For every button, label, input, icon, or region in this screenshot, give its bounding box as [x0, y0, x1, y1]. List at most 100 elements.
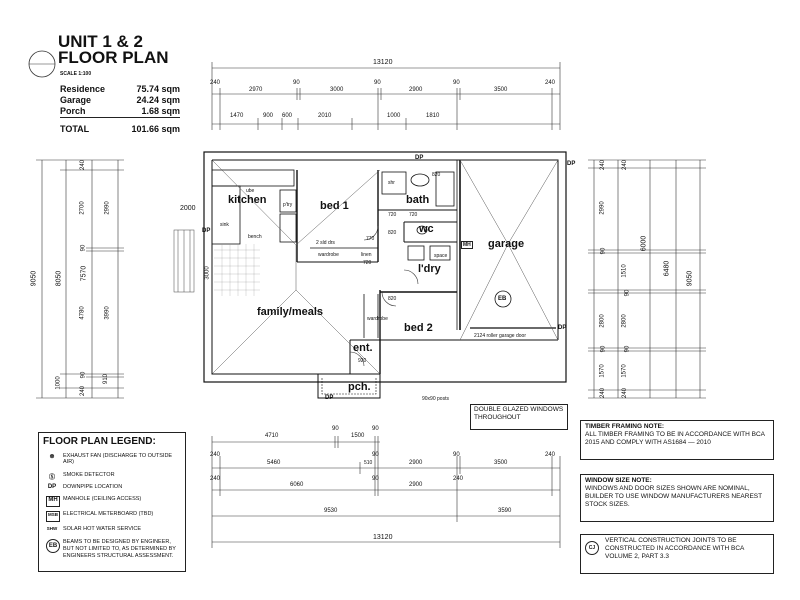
vcj-note-text: VERTICAL CONSTRUCTION JOINTS TO BE CONST… [605, 537, 745, 560]
exhaust-fan-icon: ⊗ [49, 454, 55, 460]
label-shower-width: 720 [388, 212, 397, 218]
dim-top2: 1810 [426, 113, 440, 119]
label-wm-space: space [434, 253, 448, 259]
label-dp-porch: DP [325, 395, 334, 401]
dim-2000: 2000 [180, 205, 196, 212]
legend-item-text: SOLAR HOT WATER SERVICE [63, 526, 142, 532]
label-dp-right: DP [567, 161, 576, 167]
dim-left-b: 910 [103, 373, 110, 385]
dim-left-overall: 9050 [30, 270, 38, 287]
label-bench: bench [248, 234, 262, 240]
room-bed2: bed 2 [404, 322, 433, 334]
dim-bottom: 240 [545, 452, 556, 458]
label-shower: shr [388, 180, 395, 186]
dim-bottom-overall: 13120 [373, 534, 393, 541]
room-wc: wc [419, 223, 434, 235]
dim-bottom: 4710 [265, 433, 279, 439]
window-note: WINDOW SIZE NOTE: WINDOWS AND DOOR SIZES… [580, 474, 774, 522]
dim-bottom3: 90 [372, 476, 379, 482]
area-name: Porch [60, 106, 86, 116]
area-value: 24.24 sqm [136, 95, 180, 105]
dim-top: 90 [293, 80, 300, 86]
dim-bottom4: 9530 [324, 508, 338, 514]
right-dimension-lines [588, 159, 706, 399]
label-ube: ube [246, 188, 255, 194]
dim-bottom: 2900 [409, 460, 423, 466]
dim-top-overall: 13120 [373, 59, 393, 66]
dim-right-b: 1570 [621, 364, 628, 378]
legend-item-text: EXHAUST FAN (DISCHARGE TO OUTSIDE AIR) [63, 453, 173, 465]
floor-tiles [214, 244, 260, 296]
dim-right: 90 [600, 345, 607, 353]
label-eb: EB [498, 296, 507, 302]
room-ent: ent. [353, 342, 373, 354]
dim-left: 240 [80, 385, 87, 397]
dim-bottom: 90 [453, 452, 460, 458]
side-step [173, 229, 195, 293]
area-name: Garage [60, 95, 92, 105]
dim-left: 90 [80, 371, 87, 379]
dim-right-mid: 6480 [663, 260, 671, 277]
dim-right-b: 2800 [621, 314, 628, 328]
dim-top2: 1000 [387, 113, 401, 119]
dim-right: 2800 [599, 314, 606, 328]
label-dp-left: DP [202, 228, 211, 234]
total-divider [60, 117, 180, 118]
dim-top2: 1470 [230, 113, 244, 119]
room-ldry: l'dry [418, 263, 441, 275]
room-bath: bath [406, 194, 430, 206]
room-bed1: bed 1 [320, 200, 349, 212]
label-posts: 90x90 posts [422, 396, 449, 402]
label-linen-width: 720 [363, 260, 372, 266]
smoke-detector-icon: Ⓢ [48, 475, 55, 481]
dim-bottom: 3500 [494, 460, 508, 466]
dim-left: 240 [80, 159, 87, 171]
area-name: Residence [60, 84, 106, 94]
label-820a: 820 [432, 172, 441, 178]
area-value: 1.68 sqm [141, 106, 180, 116]
left-dimension-lines [36, 159, 124, 399]
label-pantry: p'try [283, 202, 293, 208]
dim-right-b: 240 [622, 387, 629, 399]
dim-right-b: 90 [624, 345, 631, 353]
dim-right: 240 [600, 387, 607, 399]
room-garage: garage [488, 238, 525, 250]
door-swings [349, 225, 419, 367]
dim-bottom: 1500 [351, 433, 365, 439]
eb-legend-icon: EB [46, 539, 60, 553]
dim-left: 90 [80, 244, 87, 252]
dim-right: 240 [600, 159, 607, 171]
downpipe-icon: DP [47, 484, 57, 490]
title-line1: UNIT 1 & 2 [58, 32, 144, 51]
dim-right: 90 [600, 247, 607, 255]
label-manhole: MH [461, 241, 473, 249]
dim-bottom3: 240 [210, 476, 221, 482]
window-note-text: WINDOWS AND DOOR SIZES SHOWN ARE NOMINAL… [585, 485, 762, 508]
window-note-heading: WINDOW SIZE NOTE: [585, 477, 652, 484]
area-value: 75.74 sqm [136, 84, 180, 94]
top-dimension-lines [211, 62, 561, 130]
label-820c: 820 [388, 230, 397, 236]
dim-right: 1570 [599, 364, 606, 378]
label-920: 920 [358, 358, 367, 364]
dim-right-overall: 9050 [686, 270, 694, 287]
dim-top2: 600 [282, 113, 293, 119]
label-820b: 820 [388, 296, 397, 302]
dim-bottom: 5460 [267, 460, 281, 466]
dim-bottom: 240 [210, 452, 221, 458]
dim-left-mid: 8050 [55, 270, 63, 287]
dim-left-seg: 7570 [80, 265, 88, 282]
roof-hip-lines [211, 159, 559, 375]
dim-right-mid2: 6000 [640, 235, 648, 252]
label-wardrobe2: wardrobe [367, 316, 388, 322]
dim-left-b: 3990 [104, 306, 111, 320]
legend-item-text: ELECTRICAL METERBOARD (TBD) [63, 511, 154, 517]
timber-note-heading: TIMBER FRAMING NOTE: [585, 423, 665, 430]
dim-right-b: 90 [624, 289, 631, 297]
dim-left-b: 2990 [104, 201, 111, 215]
title-line2: FLOOR PLAN [58, 48, 169, 67]
meterboard-icon: MSB [46, 511, 60, 522]
vcj-note: CJ VERTICAL CONSTRUCTION JOINTS TO BE CO… [580, 534, 774, 574]
label-720: 720 [409, 212, 418, 218]
bottom-dimension-lines [211, 436, 561, 548]
